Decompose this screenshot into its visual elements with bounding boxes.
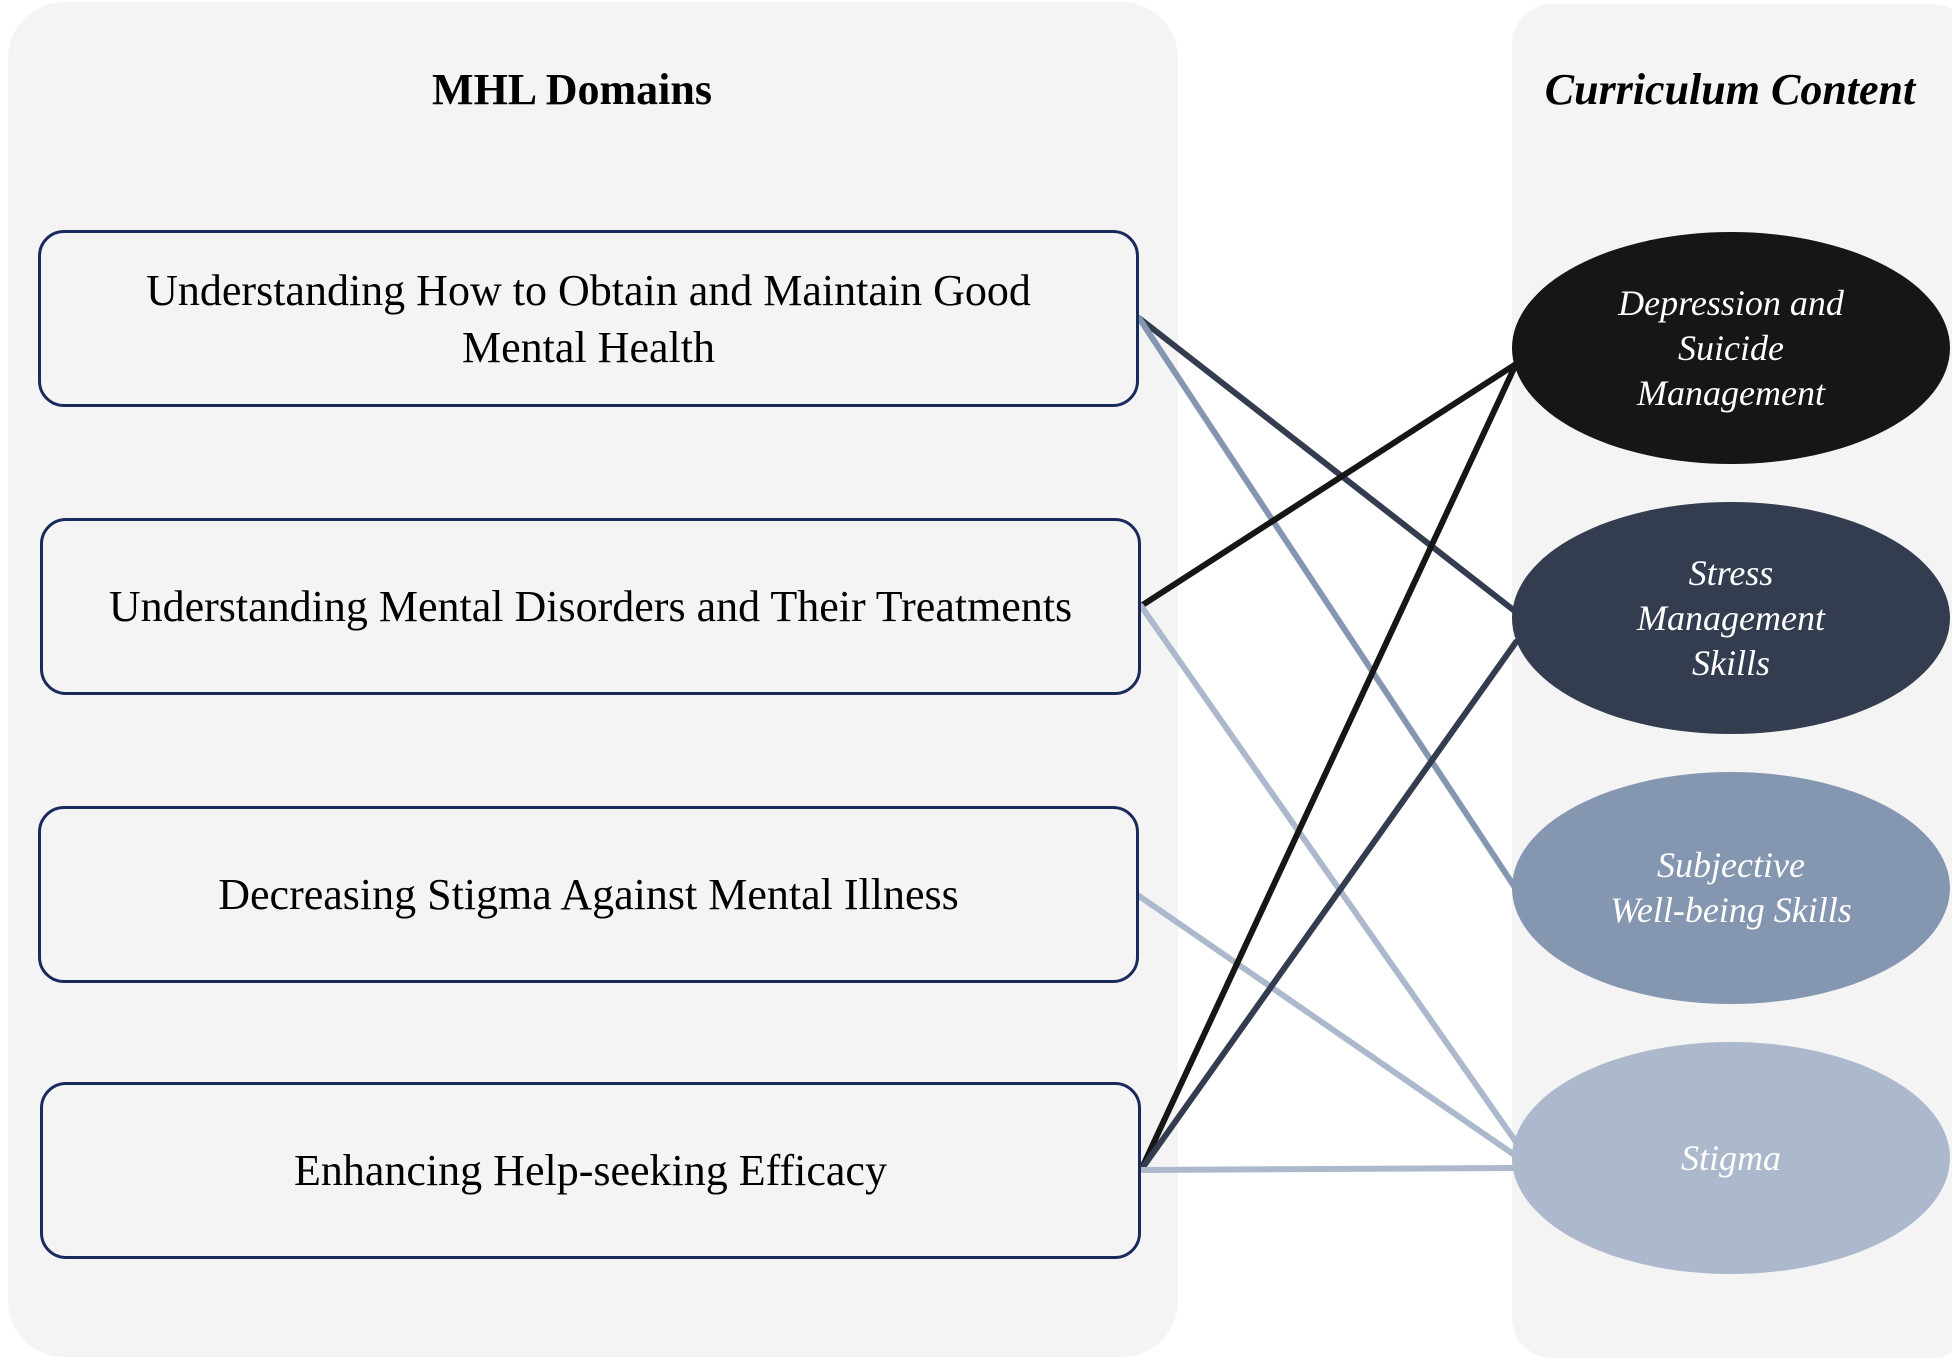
curriculum-label: Subjective Well-being Skills [1610, 845, 1852, 930]
link-d1-c3 [1136, 315, 1517, 889]
link-d2-c1 [1138, 361, 1519, 609]
domain-label: Understanding Mental Disorders and Their… [108, 582, 1073, 631]
curriculum-node-stigma: Stigma [1512, 1042, 1950, 1274]
curriculum-node-subjective-wellbeing: Subjective Well-being Skills [1512, 772, 1950, 1004]
link-d3-c4 [1136, 893, 1519, 1159]
domain-label: Enhancing Help-seeking Efficacy [294, 1146, 887, 1195]
domain-box-help-seeking: Enhancing Help-seeking Efficacy [40, 1082, 1141, 1259]
link-d4-c4 [1138, 1165, 1519, 1173]
link-d2-c4 [1138, 603, 1519, 1145]
domain-label: Understanding How to Obtain and Maintain… [146, 265, 1031, 372]
link-d4-c1 [1138, 361, 1519, 1173]
curriculum-node-depression-suicide: Depression and Suicide Management [1512, 232, 1950, 464]
curriculum-label: Stigma [1680, 1137, 1781, 1178]
link-d4-c2 [1138, 639, 1519, 1173]
curriculum-label: Depression and Suicide Management [1618, 282, 1844, 413]
domain-box-mental-disorders: Understanding Mental Disorders and Their… [40, 518, 1141, 695]
domain-box-decreasing-stigma: Decreasing Stigma Against Mental Illness [38, 806, 1139, 983]
link-d1-c2 [1136, 315, 1519, 615]
curriculum-content-title: Curriculum Content [1544, 65, 1916, 114]
domain-label: Decreasing Stigma Against Mental Illness [218, 870, 959, 919]
domain-box-good-mental-health: Understanding How to Obtain and Maintain… [38, 230, 1139, 407]
mhl-domains-title: MHL Domains [432, 65, 712, 114]
curriculum-node-stress-management: Stress Management Skills [1512, 502, 1950, 734]
curriculum-label: Stress Management Skills [1637, 552, 1825, 683]
